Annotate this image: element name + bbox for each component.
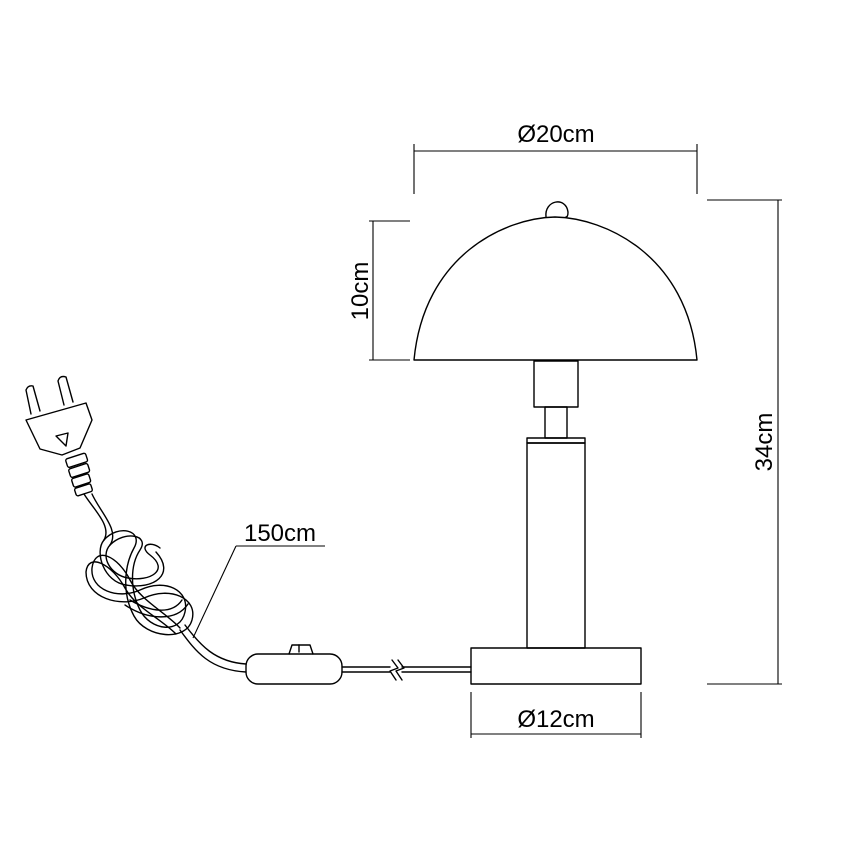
total-height-label: 34cm [751, 413, 778, 472]
dimension-base-diameter: Ø12cm [470, 692, 642, 738]
plug-prong-right [57, 375, 74, 406]
lamp-neck [544, 406, 568, 439]
cable-coil [85, 530, 194, 636]
plug-body [25, 402, 93, 456]
dimension-shade-diameter: Ø20cm [413, 121, 698, 194]
switch-rocker [288, 644, 314, 655]
power-cord [25, 375, 472, 685]
dimension-total-height: 34cm [707, 199, 782, 685]
base-diameter-label: Ø12cm [517, 706, 594, 733]
dimension-shade-height: 10cm [347, 220, 410, 361]
shade-diameter-label: Ø20cm [517, 121, 594, 148]
lamp-stem [526, 442, 586, 649]
euro-plug [25, 375, 93, 497]
lamp [413, 201, 698, 685]
shade-height-label: 10cm [347, 262, 374, 321]
plug-prong-left [25, 385, 41, 415]
dimension-cable-length: 150cm [192, 520, 325, 639]
lamp-socket [533, 360, 579, 408]
inline-switch [245, 653, 343, 685]
lamp-shade [413, 216, 698, 361]
stem-collar [526, 437, 586, 444]
cable-length-label: 150cm [244, 520, 316, 547]
lamp-base [470, 647, 642, 685]
shade-finial [545, 201, 569, 218]
